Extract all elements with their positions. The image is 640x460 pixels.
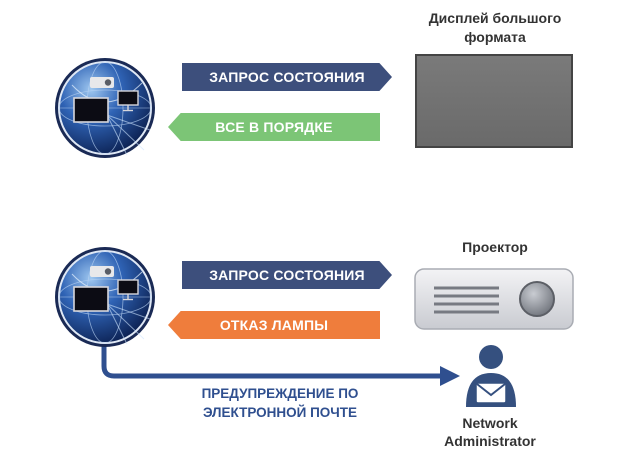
lamp-failure-label: ОТКАЗ ЛАМПЫ: [219, 317, 329, 333]
display-label: Дисплей большого формата: [428, 10, 562, 45]
email-warning-label: ПРЕДУПРЕЖДЕНИЕ ПО ЭЛЕКТРОННОЙ ПОЧТЕ: [201, 386, 359, 420]
administrator-with-envelope-icon: [466, 345, 516, 407]
projector-label: Проектор: [462, 239, 528, 255]
status-request-label: ЗАПРОС СОСТОЯНИЯ: [209, 267, 365, 283]
status-ok-arrow: ВСЕ В ПОРЯДКЕ: [168, 113, 380, 141]
administrator-label: Network Administrator: [444, 415, 536, 449]
monitoring-globe-icon: [55, 58, 155, 158]
monitoring-globe-icon: [55, 247, 155, 347]
email-connector-arrow: [101, 330, 460, 386]
status-request-arrow: ЗАПРОС СОСТОЯНИЯ: [182, 63, 392, 91]
projector-icon: [414, 268, 574, 330]
lamp-failure-arrow: ОТКАЗ ЛАМПЫ: [168, 311, 380, 339]
status-request-label: ЗАПРОС СОСТОЯНИЯ: [209, 69, 365, 85]
large-format-display-icon: [415, 54, 573, 148]
status-ok-label: ВСЕ В ПОРЯДКЕ: [215, 119, 333, 135]
status-request-arrow: ЗАПРОС СОСТОЯНИЯ: [182, 261, 392, 289]
